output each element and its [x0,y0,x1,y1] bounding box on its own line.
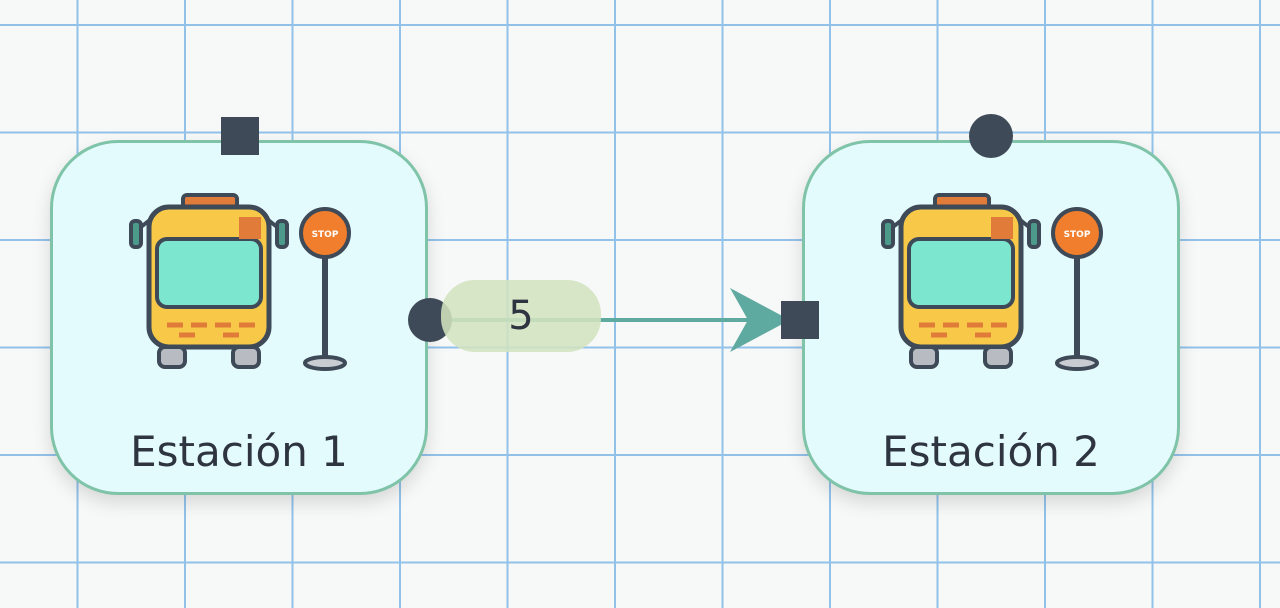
edge-target-port[interactable] [781,301,819,339]
connection-port-circle[interactable] [969,114,1013,158]
svg-text:STOP: STOP [312,230,339,240]
edge-weight-label[interactable]: 5 [441,280,601,352]
bus-stop-icon: STOP [881,193,1103,371]
svg-text:STOP: STOP [1064,230,1091,240]
node-label: Estación 2 [882,427,1100,476]
station-node-2[interactable]: STOP Estación 2 [802,140,1180,495]
bus-stop-icon: STOP [129,193,351,371]
station-node-1[interactable]: STOP Estación 1 [50,140,428,495]
node-label: Estación 1 [130,427,348,476]
connection-port-square[interactable] [221,117,259,155]
